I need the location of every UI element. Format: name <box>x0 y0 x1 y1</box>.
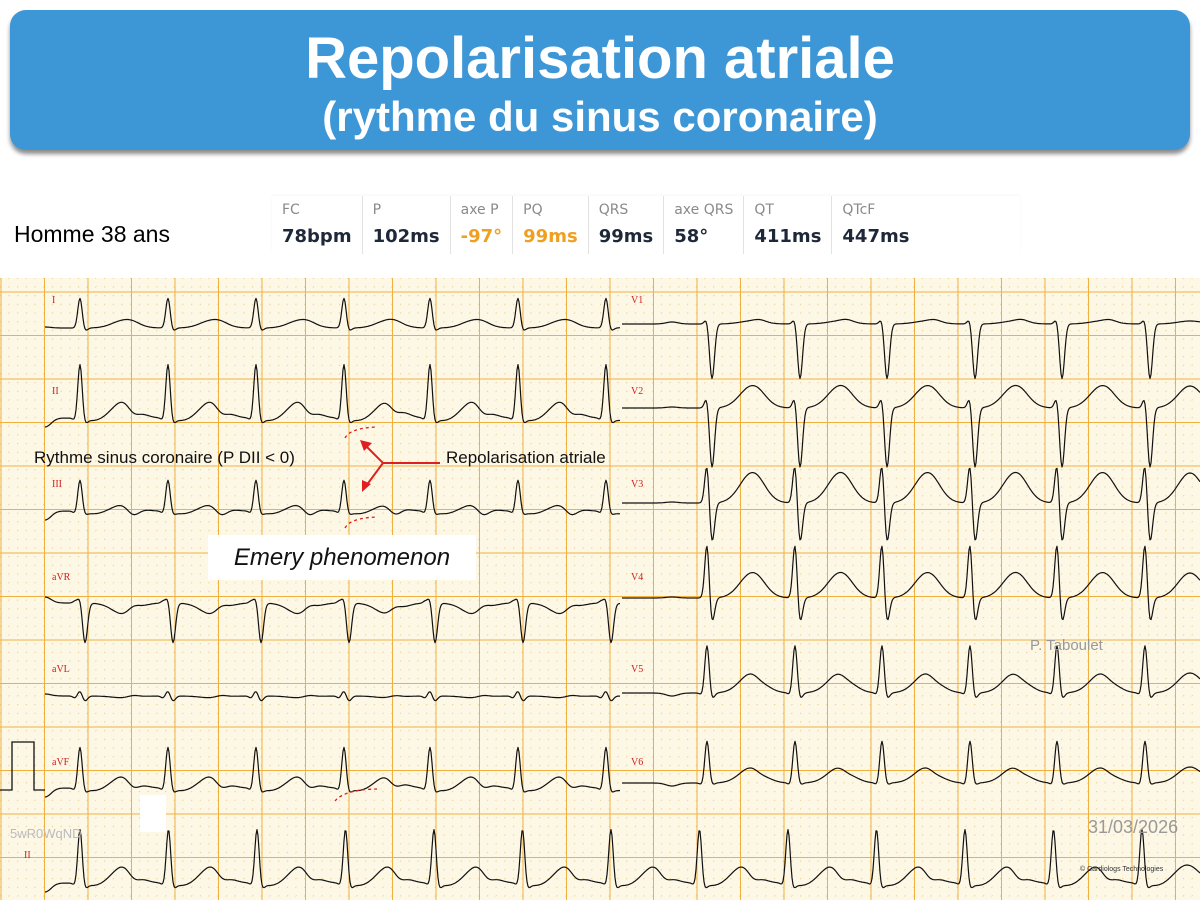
patient-info: Homme 38 ans <box>14 221 170 247</box>
lead-label-i: I <box>52 295 56 306</box>
lead-label-v4: V4 <box>631 572 644 583</box>
lead-label-avl: aVL <box>52 664 70 675</box>
ecg-tracing <box>0 278 1200 900</box>
lead-label-iii: III <box>52 479 62 490</box>
trace-v5 <box>622 645 1200 698</box>
repolarisation-marker-avf <box>334 788 381 802</box>
repolarisation-marker-ii <box>344 426 378 439</box>
arrow-head-up-icon <box>360 440 372 451</box>
grid-major <box>0 278 1200 900</box>
trace-v1 <box>622 318 1200 380</box>
trace-avf <box>44 746 621 798</box>
trace-v2 <box>622 384 1200 468</box>
trace-iii <box>44 479 621 521</box>
title-line2: (rythme du sinus coronaire) <box>322 93 878 140</box>
blank-patch <box>140 795 166 832</box>
copyright-watermark: © Cardiologs Technologies <box>1080 866 1164 873</box>
title-line1: Repolarisation atriale <box>305 26 895 91</box>
trace-rhythm-ii <box>44 829 1200 893</box>
lead-label-v3: V3 <box>631 479 644 490</box>
trace-v6 <box>622 740 1200 787</box>
lead-label-v6: V6 <box>631 757 644 768</box>
lead-label-v1: V1 <box>631 295 644 306</box>
trace-avl <box>45 691 620 702</box>
trace-ii <box>44 363 621 428</box>
title-banner: Repolarisation atriale (rythme du sinus … <box>10 10 1190 150</box>
date-watermark: 31/03/2026 <box>1088 817 1179 837</box>
trace-i <box>45 297 621 331</box>
stat-axe-p: axe P-97° <box>449 196 513 254</box>
atrial-repolarisation-annotation: Repolarisation atriale <box>446 448 606 467</box>
coronary-rhythm-annotation: Rythme sinus coronaire (P DII < 0) <box>34 448 295 467</box>
id-watermark: 5wR0WqND <box>10 826 82 841</box>
author-watermark: P. Taboulet <box>1030 637 1103 654</box>
repolarisation-marker-iii <box>344 516 378 529</box>
lead-label-avf: aVF <box>52 757 70 768</box>
emery-phenomenon-label: Emery phenomenon <box>208 535 476 580</box>
trace-v4 <box>622 545 1200 621</box>
grid-background <box>0 278 1200 900</box>
annotation-arrow-lines <box>364 444 440 487</box>
trace-avr <box>44 596 621 644</box>
lead-label-v5: V5 <box>631 664 644 675</box>
calibration-pulse <box>0 741 45 791</box>
trace-v3 <box>622 467 1200 541</box>
lead-label-avr: aVR <box>52 572 71 583</box>
lead-label-ii: II <box>52 386 59 397</box>
lead-label-rhythm-ii: II <box>24 850 31 861</box>
lead-label-v2: V2 <box>631 386 644 397</box>
arrow-head-down-icon <box>362 480 371 492</box>
